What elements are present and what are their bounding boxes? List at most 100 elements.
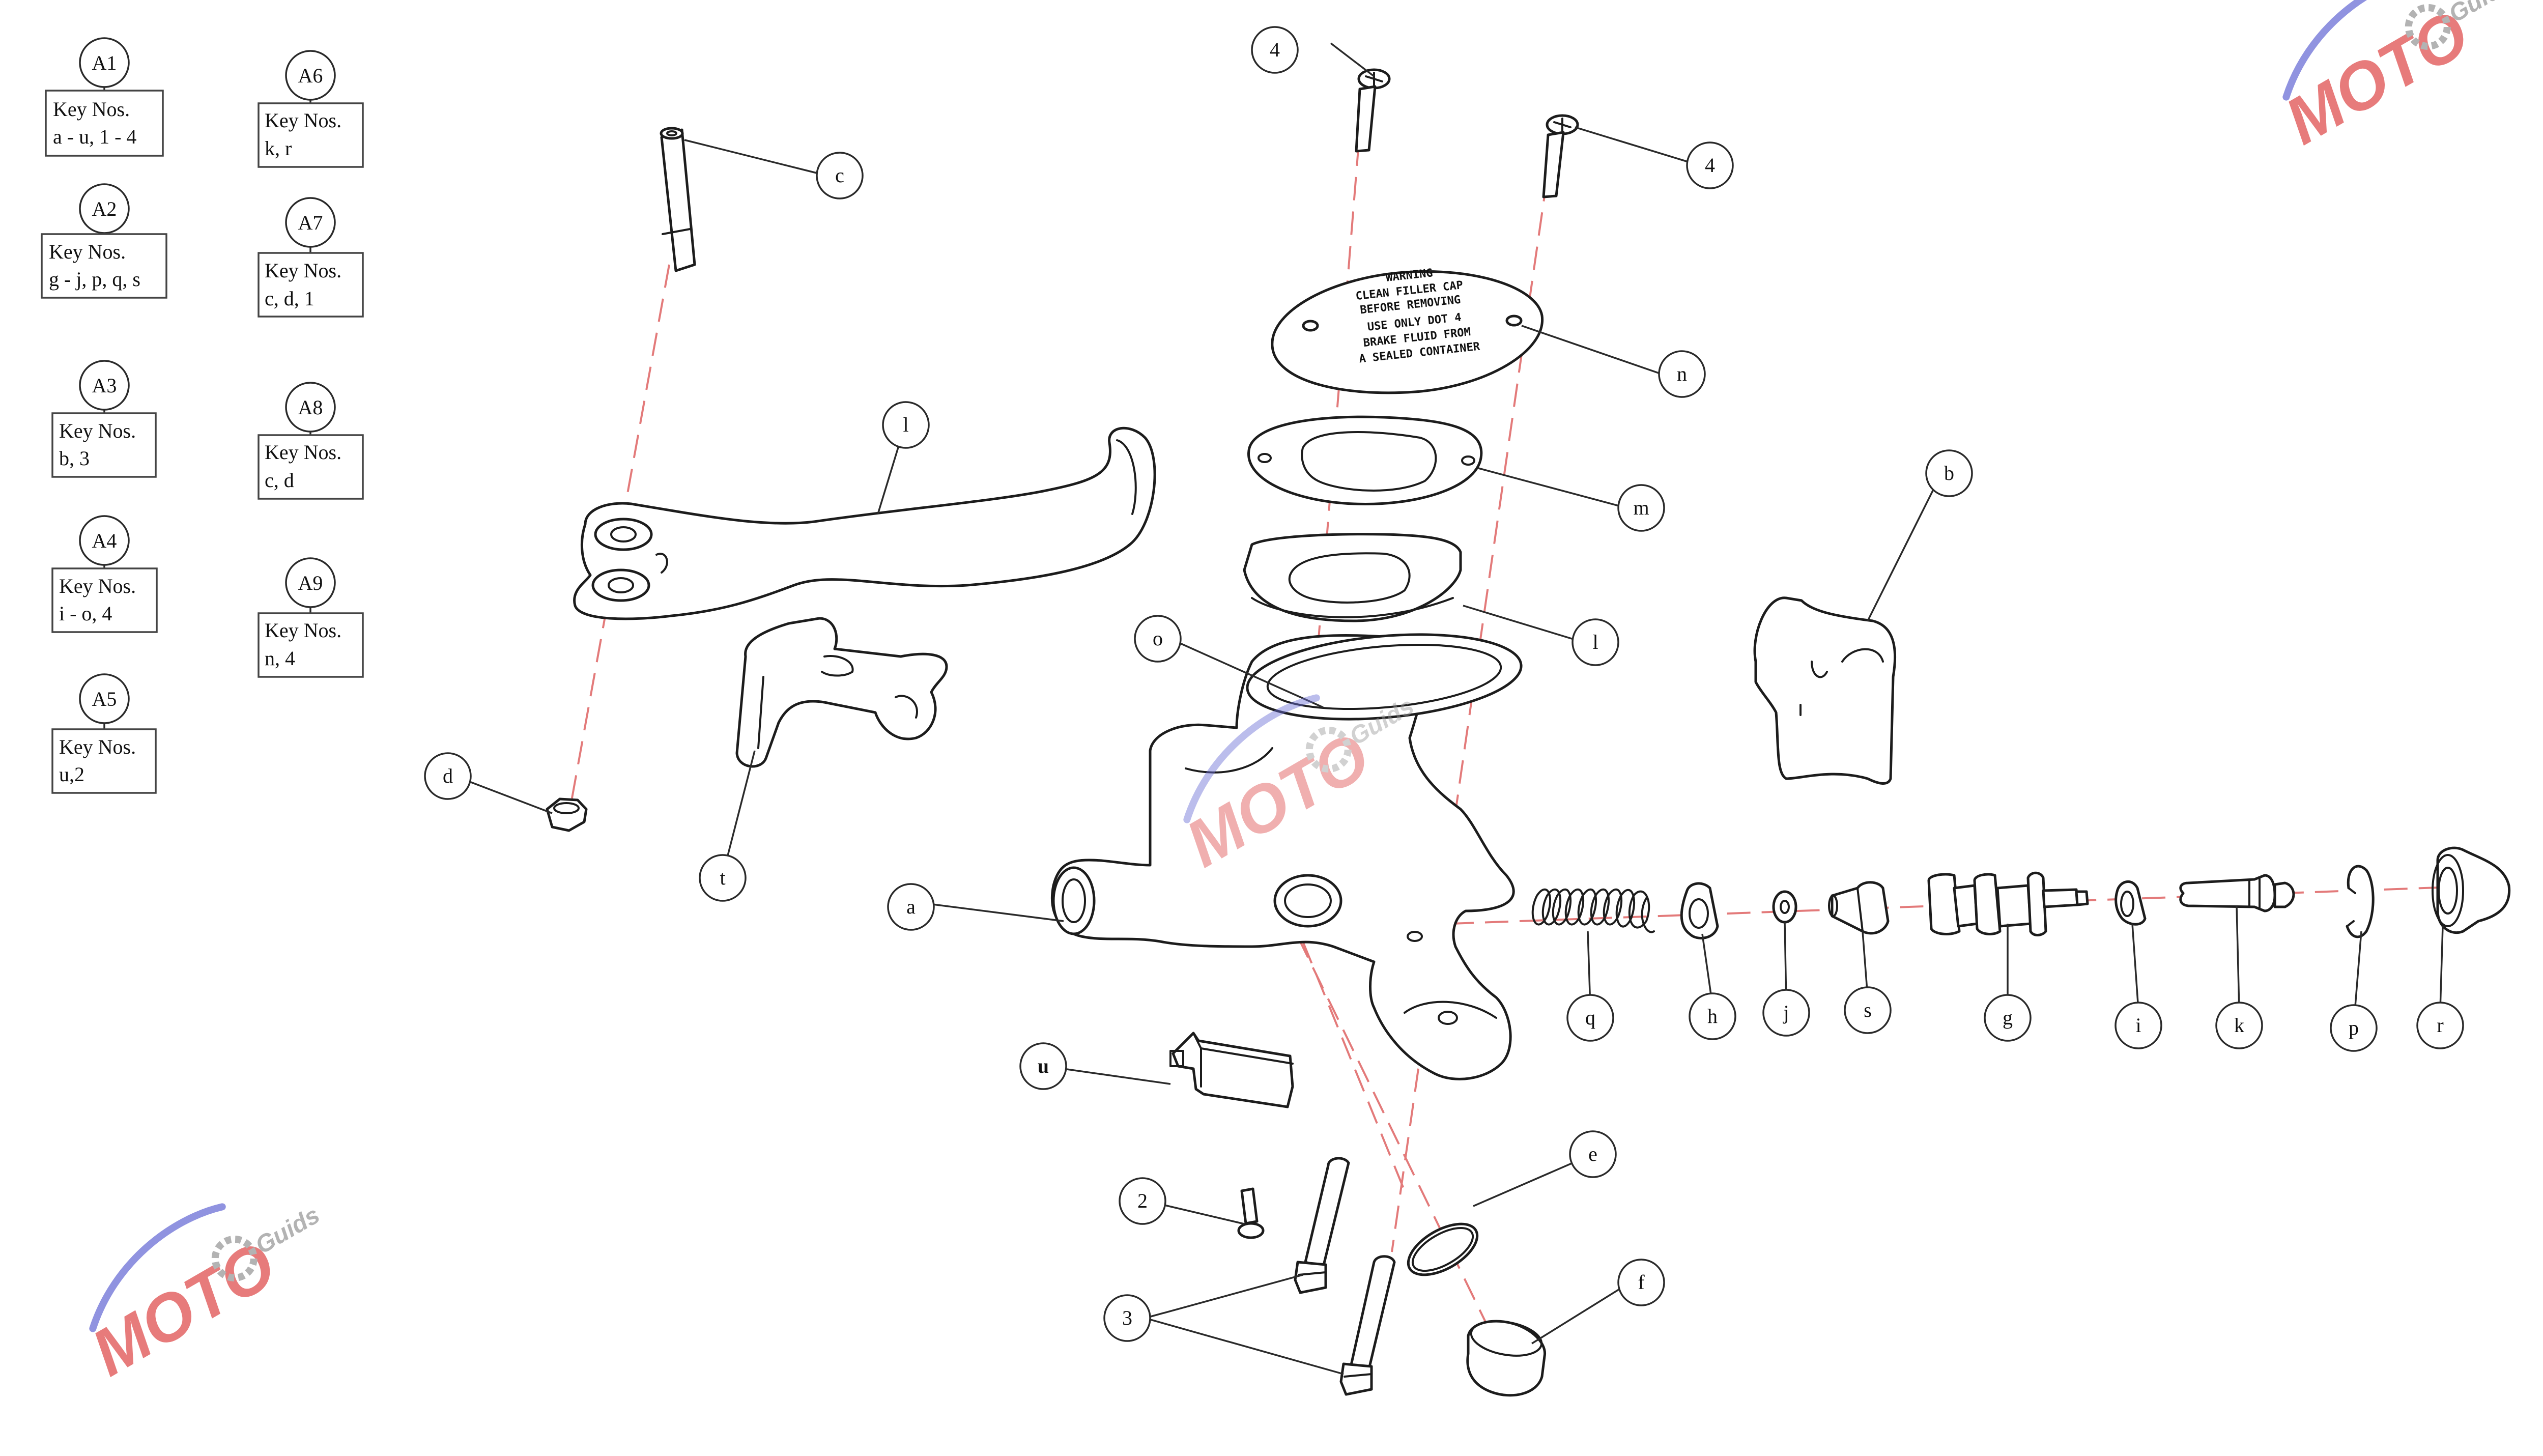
callout-4-left-label: 4 <box>1270 38 1280 61</box>
legend-a2-title: Key Nos. <box>49 240 126 263</box>
callout-l-diaphragm: l <box>1571 618 1619 666</box>
brake-lever-part <box>573 426 1156 620</box>
legend-item-a5: A5 Key Nos. u,2 <box>51 673 157 794</box>
callout-n: n <box>1658 350 1706 398</box>
end-plug-part <box>1466 1320 1547 1397</box>
callout-l-lever-label: l <box>903 413 908 436</box>
cap-screw-left-part <box>1355 68 1391 153</box>
callout-q-label: q <box>1585 1006 1595 1029</box>
brake-switch-part <box>1169 1032 1294 1108</box>
callout-s: s <box>1844 986 1892 1034</box>
legend-a6-id: A6 <box>298 64 323 87</box>
legend-a8-id: A8 <box>298 396 323 419</box>
legend-a8-title: Key Nos. <box>265 441 341 464</box>
callout-3: 3 <box>1103 1294 1151 1342</box>
callout-i: i <box>2115 1002 2162 1049</box>
svg-text:Guids: Guids <box>2444 0 2518 28</box>
legend-a8-keys: c, d <box>265 469 294 492</box>
legend-a6-keys: k, r <box>265 137 292 160</box>
cap-screw-right-part <box>1542 114 1579 198</box>
callout-n-label: n <box>1677 362 1687 385</box>
legend-a7-title: Key Nos. <box>265 259 341 282</box>
legend-a2-id: A2 <box>92 197 117 220</box>
legend-a2-keys: g - j, p, q, s <box>49 268 140 291</box>
pivot-nut-part <box>546 797 588 832</box>
legend-a1-keys: a - u, 1 - 4 <box>53 125 136 148</box>
callout-2: 2 <box>1119 1177 1166 1225</box>
callout-f: f <box>1617 1259 1665 1306</box>
callout-c-label: c <box>835 164 844 187</box>
callout-k: k <box>2215 1002 2263 1049</box>
callout-e: e <box>1569 1130 1617 1178</box>
callout-h: h <box>1689 992 1736 1040</box>
piston-part <box>1927 871 2089 936</box>
callout-a-label: a <box>906 895 916 918</box>
callout-d: d <box>424 752 472 800</box>
spring-seat-part <box>1680 882 1719 939</box>
callout-2-label: 2 <box>1137 1189 1148 1212</box>
callout-p-label: p <box>2349 1016 2359 1039</box>
leader-lines <box>461 42 2444 1375</box>
push-rod-part <box>2179 874 2295 912</box>
callout-p: p <box>2330 1004 2378 1052</box>
legend-a1-id: A1 <box>92 51 117 74</box>
callout-t-label: t <box>720 866 725 889</box>
legend: A1 Key Nos. a - u, 1 - 4 A2 Key Nos. g -… <box>41 37 364 794</box>
legend-a3-keys: b, 3 <box>59 447 90 470</box>
callout-s-label: s <box>1864 998 1872 1021</box>
master-cylinder-body-part <box>1050 633 1523 1080</box>
axis-pivot-bolt <box>569 264 670 810</box>
callout-f-label: f <box>1638 1271 1645 1294</box>
callout-j-label: j <box>1782 1001 1789 1024</box>
primary-seal-part <box>1828 881 1890 935</box>
legend-a7-keys: c, d, 1 <box>265 287 315 310</box>
callout-a: a <box>887 883 935 931</box>
legend-a1-title: Key Nos. <box>53 98 130 121</box>
legend-item-a4: A4 Key Nos. i - o, 4 <box>51 515 158 633</box>
callout-r: r <box>2416 1002 2464 1049</box>
watermark-logo-bottom-left: MOTO Guids <box>79 1202 324 1390</box>
pivot-bolt-part <box>660 127 696 272</box>
watermark-logo-top-right: MOTO Guids <box>2273 0 2518 158</box>
circlip-part <box>2346 865 2375 938</box>
legend-item-a8: A8 Key Nos. c, d <box>258 382 364 500</box>
axis-screw-right <box>1391 178 1548 1252</box>
switch-screw-part <box>1237 1187 1265 1239</box>
legend-a5-title: Key Nos. <box>59 735 136 758</box>
callout-m: m <box>1617 484 1665 532</box>
clamp-bolt-lower-part <box>1339 1255 1396 1396</box>
callout-l-lever: l <box>882 401 930 449</box>
callout-o: o <box>1134 615 1182 663</box>
callout-group: c l d t a 4 4 n m l o b q h j s g i k p … <box>424 26 2464 1342</box>
callout-b: b <box>1925 449 1973 497</box>
legend-a4-keys: i - o, 4 <box>59 602 112 625</box>
legend-a6-title: Key Nos. <box>265 109 341 132</box>
callout-r-label: r <box>2437 1014 2443 1037</box>
legend-a3-id: A3 <box>92 374 117 397</box>
legend-a9-id: A9 <box>298 572 323 594</box>
secondary-seal-part <box>2115 880 2147 926</box>
legend-a4-title: Key Nos. <box>59 575 136 597</box>
callout-e-label: e <box>1588 1143 1597 1165</box>
callout-q: q <box>1566 994 1614 1042</box>
svg-text:Guids: Guids <box>251 1202 324 1260</box>
callout-k-label: k <box>2234 1014 2244 1037</box>
legend-item-a7: A7 Key Nos. c, d, 1 <box>258 197 364 318</box>
legend-a3-title: Key Nos. <box>59 419 136 442</box>
legend-a4-id: A4 <box>92 529 117 552</box>
callout-j: j <box>1762 989 1810 1037</box>
callout-t: t <box>699 854 747 902</box>
washer-part <box>1772 890 1797 924</box>
callout-4-left: 4 <box>1251 26 1299 74</box>
legend-a7-id: A7 <box>298 211 323 234</box>
callout-d-label: d <box>443 764 453 787</box>
callout-g: g <box>1984 994 2032 1042</box>
callout-b-label: b <box>1944 462 1954 484</box>
clamp-bolt-upper-part <box>1294 1157 1350 1294</box>
reservoir-cap-part: WARNING CLEAN FILLER CAP BEFORE REMOVING… <box>1271 267 1544 394</box>
legend-item-a1: A1 Key Nos. a - u, 1 - 4 <box>45 37 164 157</box>
legend-item-a6: A6 Key Nos. k, r <box>258 50 364 168</box>
legend-item-a2: A2 Key Nos. g - j, p, q, s <box>41 183 167 299</box>
legend-a9-keys: n, 4 <box>265 647 295 670</box>
